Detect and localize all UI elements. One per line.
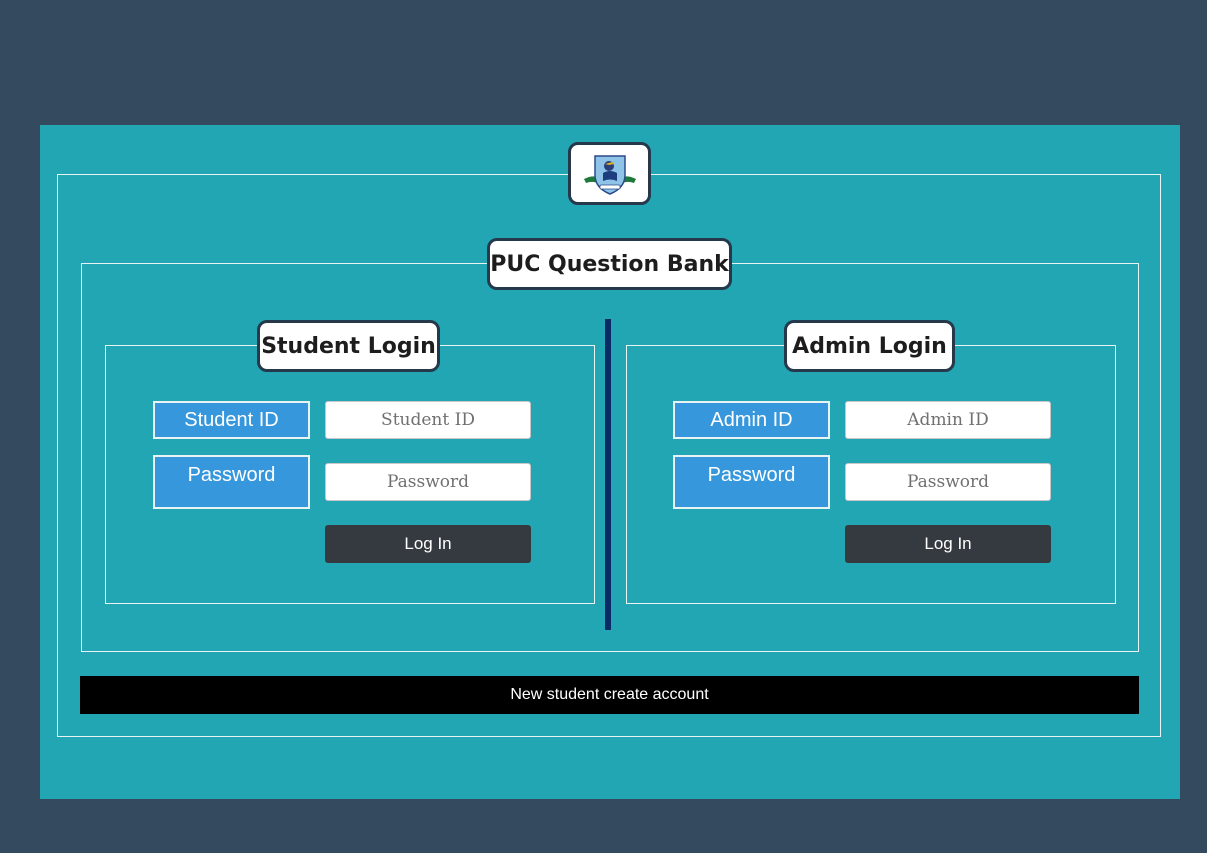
vertical-divider — [605, 319, 611, 630]
create-account-link[interactable]: New student create account — [80, 676, 1139, 714]
student-id-label: Student ID — [153, 401, 310, 439]
page-title: PUC Question Bank — [487, 238, 732, 290]
logo-box — [568, 142, 651, 205]
admin-password-label: Password — [673, 455, 830, 509]
admin-password-input[interactable] — [845, 463, 1051, 501]
student-login-button[interactable]: Log In — [325, 525, 531, 563]
admin-id-input[interactable] — [845, 401, 1051, 439]
university-crest-icon — [583, 154, 636, 195]
student-login-heading: Student Login — [257, 320, 440, 372]
student-password-label: Password — [153, 455, 310, 509]
student-id-input[interactable] — [325, 401, 531, 439]
main-panel: PUC Question Bank Student Login Student … — [40, 125, 1180, 799]
admin-login-button[interactable]: Log In — [845, 525, 1051, 563]
student-password-input[interactable] — [325, 463, 531, 501]
admin-id-label: Admin ID — [673, 401, 830, 439]
admin-login-heading: Admin Login — [784, 320, 955, 372]
